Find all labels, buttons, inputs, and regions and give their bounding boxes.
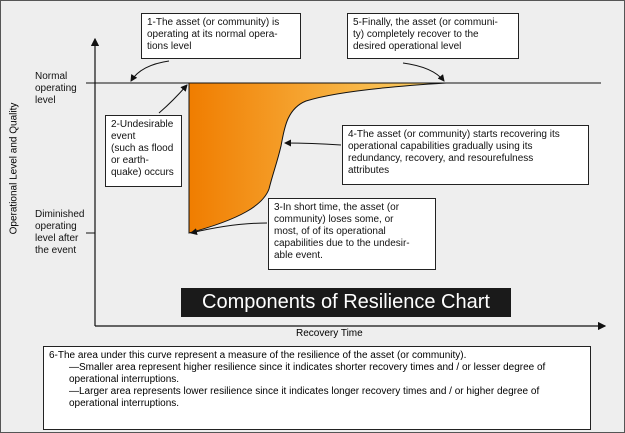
- summary-larger-line-1: —Larger area represents lower resilience…: [69, 386, 540, 397]
- callout-box-4: 4-The asset (or community) starts recove…: [342, 125, 589, 185]
- callout-box-5: 5-Finally, the asset (or communi- ty) co…: [347, 13, 519, 59]
- callout-box-1: 1-The asset (or community) is operating …: [141, 13, 301, 59]
- diminished-level-label: Diminished operating level after the eve…: [35, 209, 85, 256]
- summary-smaller-line-1: —Smaller area represent higher resilienc…: [69, 362, 546, 373]
- arrow-box1: [130, 60, 170, 82]
- callout-box-2: 2-Undesirable event (such as flood or ea…: [105, 115, 182, 187]
- summary-box: 6-The area under this curve represent a …: [43, 346, 591, 430]
- summary-larger-line-2: operational interruptions.: [69, 398, 180, 409]
- normal-level-label: Normal operating level: [35, 71, 77, 106]
- arrow-box5: [402, 62, 445, 82]
- callout-box-3: 3-In short time, the asset (or community…: [268, 198, 436, 270]
- arrow-box3: [190, 222, 268, 236]
- chart-title: Components of Resilience Chart: [181, 288, 511, 317]
- summary-main: 6-The area under this curve represent a …: [49, 350, 467, 361]
- x-axis-label: Recovery Time: [296, 328, 363, 339]
- summary-smaller-line-2: operational interruptions.: [69, 374, 180, 385]
- y-axis-label: Operational Level and Quality: [8, 102, 20, 235]
- arrow-box2: [158, 84, 188, 114]
- resilience-curve-area: [188, 82, 447, 234]
- arrow-box4: [284, 139, 342, 147]
